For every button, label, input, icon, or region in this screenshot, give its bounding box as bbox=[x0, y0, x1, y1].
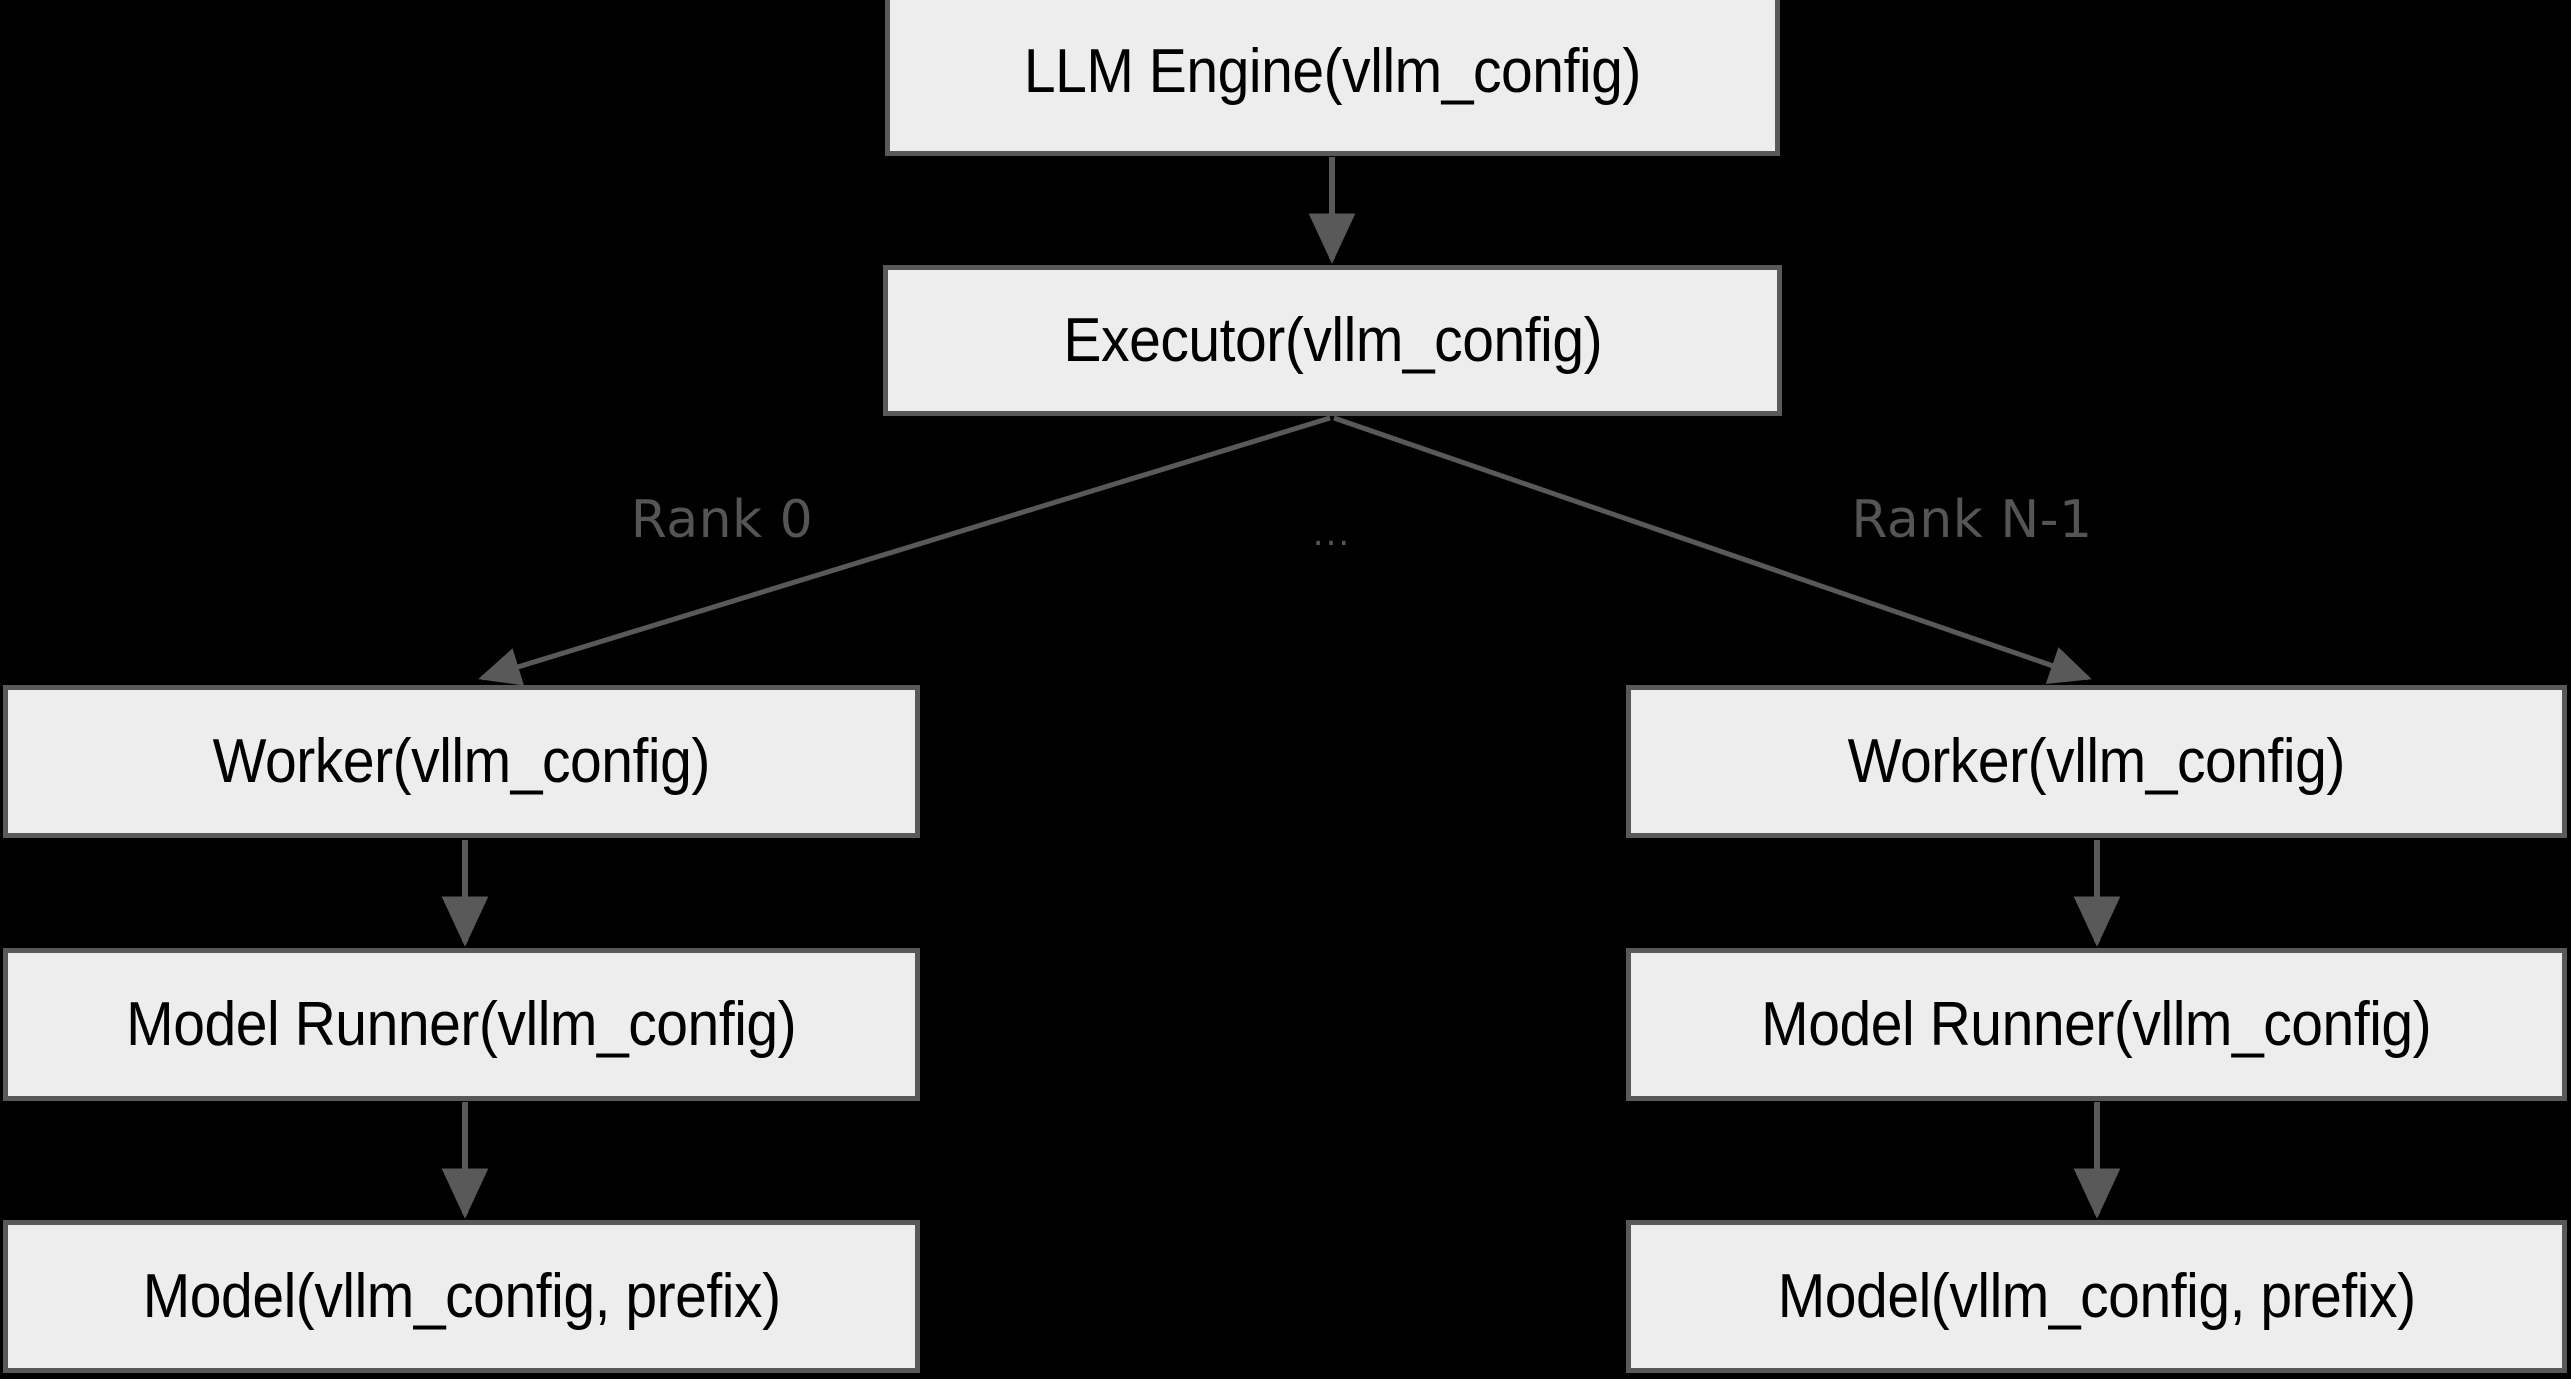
node-llm-engine-label: LLM Engine(vllm_config) bbox=[1023, 37, 1642, 106]
node-model-rankn-label: Model(vllm_config, prefix) bbox=[1777, 1261, 2416, 1331]
node-worker-rank0-label: Worker(vllm_config) bbox=[212, 726, 711, 796]
node-llm-engine[interactable]: LLM Engine(vllm_config) bbox=[885, 0, 1780, 156]
node-worker-rankn[interactable]: Worker(vllm_config) bbox=[1626, 685, 2567, 838]
edge-label-rank-last: Rank N-1 bbox=[1851, 490, 2093, 550]
node-worker-rankn-label: Worker(vllm_config) bbox=[1847, 726, 2346, 796]
edge-executor-to-worker-rank0 bbox=[478, 415, 1331, 686]
node-model-runner-rankn-label: Model Runner(vllm_config) bbox=[1761, 989, 2432, 1059]
node-model-rank0-label: Model(vllm_config, prefix) bbox=[142, 1261, 781, 1331]
node-model-runner-rankn[interactable]: Model Runner(vllm_config) bbox=[1626, 948, 2567, 1101]
node-executor-label: Executor(vllm_config) bbox=[1063, 305, 1602, 375]
node-executor[interactable]: Executor(vllm_config) bbox=[883, 265, 1782, 416]
node-model-rankn[interactable]: Model(vllm_config, prefix) bbox=[1626, 1220, 2567, 1373]
edge-label-rank-middle: ... bbox=[1312, 514, 1352, 554]
node-worker-rank0[interactable]: Worker(vllm_config) bbox=[3, 685, 920, 838]
node-model-runner-rank0[interactable]: Model Runner(vllm_config) bbox=[3, 948, 920, 1101]
edge-label-rank-first: Rank 0 bbox=[630, 490, 814, 550]
node-model-runner-rank0-label: Model Runner(vllm_config) bbox=[126, 989, 797, 1059]
node-model-rank0[interactable]: Model(vllm_config, prefix) bbox=[3, 1220, 920, 1373]
